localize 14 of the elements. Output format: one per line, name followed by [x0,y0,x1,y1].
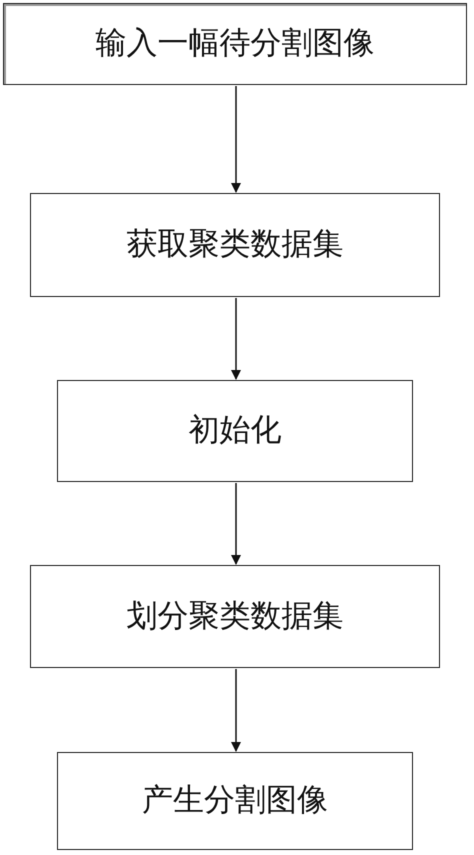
process-box [30,565,440,668]
box-label: 划分聚类数据集 [126,598,344,636]
box-label: 获取聚类数据集 [126,226,344,264]
box-label: 输入一幅待分割图像 [96,25,374,63]
process-box [30,193,440,297]
arrow [231,483,241,565]
arrow [231,86,241,193]
process-box [3,3,467,85]
box-label: 初始化 [188,412,282,450]
arrow [231,298,241,380]
process-box [57,752,413,850]
process-box [57,380,413,482]
arrow [231,669,241,752]
box-label: 产生分割图像 [142,782,328,820]
